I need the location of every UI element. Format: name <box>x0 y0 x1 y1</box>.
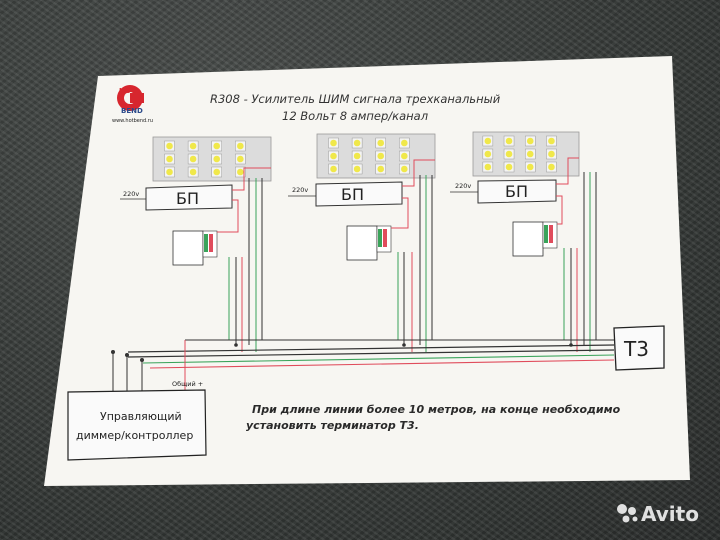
psu-label-3: БП <box>505 182 528 201</box>
led-dot <box>401 165 408 173</box>
wiring <box>111 157 615 393</box>
led-dot <box>377 165 385 173</box>
led-dot <box>330 152 337 160</box>
diagram-title-line1: R308 - Усилитель ШИМ сигнала трехканальн… <box>210 92 501 106</box>
hotbend-logo: HOT BEND www.hotbend.ru <box>112 85 153 124</box>
led-dot <box>401 152 408 160</box>
amplifier-module-1 <box>172 230 204 266</box>
led-dot <box>330 165 337 173</box>
channel-block-1: БП 220v <box>120 136 272 266</box>
led-grid-3 <box>482 135 557 173</box>
led-dot <box>484 163 492 171</box>
led-dot <box>189 142 197 150</box>
controller-box <box>67 389 207 461</box>
led-dot <box>237 168 244 176</box>
led-dot <box>237 155 244 163</box>
psu-voltage-2: 220v <box>292 186 308 194</box>
led-dot <box>213 155 221 163</box>
led-dot <box>189 168 197 176</box>
led-dot <box>548 163 555 171</box>
psu-voltage-3: 220v <box>455 182 471 190</box>
led-dot <box>526 150 534 158</box>
led-dot <box>548 150 555 158</box>
led-dot <box>189 155 197 163</box>
led-dot <box>484 150 492 158</box>
controller-label-line2: диммер/контроллер <box>76 429 193 442</box>
psu-box-1 <box>145 184 233 211</box>
logo-text-bottom: BEND <box>121 107 143 115</box>
led-dot <box>377 152 385 160</box>
psu-label-2: БП <box>341 185 364 204</box>
led-dot <box>484 137 492 145</box>
logo-text-top: HOT <box>119 87 136 95</box>
led-dot <box>377 139 385 147</box>
led-dot <box>353 165 361 173</box>
led-grid-1 <box>164 140 246 178</box>
note-line1: При длине линии более 10 метров, на конц… <box>252 403 621 416</box>
led-dot <box>213 168 221 176</box>
led-dot <box>401 139 408 147</box>
amplifier-module-3 <box>512 221 544 257</box>
psu-voltage-1: 220v <box>123 190 139 198</box>
led-dot <box>353 139 361 147</box>
logo-url: www.hotbend.ru <box>112 118 153 124</box>
channel-block-2: БП 220v <box>288 133 436 261</box>
led-dot <box>166 142 173 150</box>
avito-watermark: Avito <box>617 502 699 526</box>
led-dot <box>237 142 244 150</box>
terminator-box <box>613 325 665 371</box>
led-dot <box>213 142 221 150</box>
psu-box-3 <box>477 179 557 204</box>
led-dot <box>330 139 337 147</box>
led-dot <box>166 168 173 176</box>
led-dot <box>166 155 173 163</box>
led-dot <box>526 163 534 171</box>
led-dot <box>548 137 555 145</box>
psu-label-1: БП <box>176 189 199 208</box>
led-dot <box>353 152 361 160</box>
amplifier-module-2 <box>346 225 378 261</box>
controller-common-label: Общий + <box>172 380 203 388</box>
led-grid-2 <box>328 137 410 175</box>
led-dot <box>526 137 534 145</box>
diagram-title-line2: 12 Вольт 8 ампер/канал <box>282 109 429 123</box>
channel-block-3: БП 220v <box>450 131 580 257</box>
psu-box-2 <box>315 181 403 207</box>
led-dot <box>505 137 513 145</box>
led-dot <box>505 150 513 158</box>
avito-watermark-text: Avito <box>641 502 699 526</box>
note-line2: установить терминатор Т3. <box>246 419 419 432</box>
terminator-label: Т3 <box>623 337 649 361</box>
led-dot <box>505 163 513 171</box>
controller-label-line1: Управляющий <box>100 410 182 423</box>
